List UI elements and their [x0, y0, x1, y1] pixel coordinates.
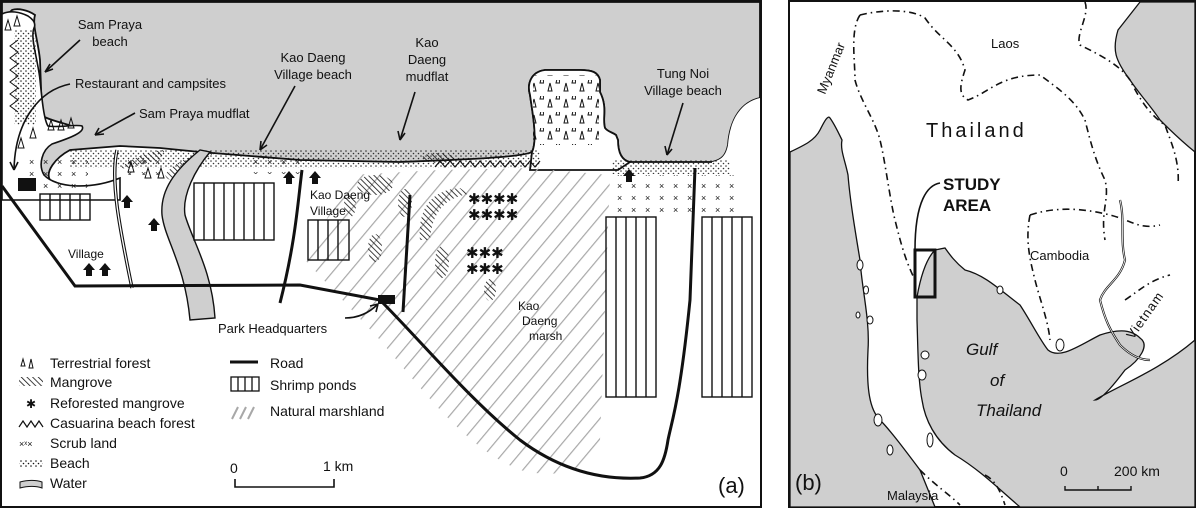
panel-a-label: (a) — [718, 473, 745, 498]
label-kao-daeng-mudflat-1: Kao — [415, 35, 438, 50]
scale-a-start: 0 — [230, 460, 238, 476]
house-icon — [148, 218, 160, 231]
settlements — [18, 169, 635, 304]
casuarina-icon — [18, 419, 44, 429]
label-sam-praya-beach-1: Sam Praya — [78, 17, 143, 32]
legend-left: Terrestrial forest Mangrove ✱ Reforested… — [18, 355, 195, 491]
legend-label-scrub-land: Scrub land — [50, 435, 117, 451]
mangrove-icon — [19, 377, 43, 386]
park-headquarters-building — [378, 295, 395, 304]
river-channel — [161, 149, 216, 321]
scale-bar-b: 0 200 km — [1060, 463, 1160, 491]
south-china-sea — [1114, 1, 1196, 154]
scale-bar-a: 0 1 km — [230, 458, 353, 488]
label-kao-daeng-mudflat-3: mudflat — [406, 69, 449, 84]
scale-a-end: 1 km — [323, 458, 353, 474]
stream-inner — [114, 149, 133, 289]
label-village: Village — [68, 247, 104, 261]
legend-label-road: Road — [270, 355, 303, 371]
legend-label-water: Water — [50, 475, 87, 491]
place-labels: Sam Praya beach Restaurant and campsites… — [68, 17, 722, 343]
house-icon — [309, 171, 321, 184]
label-study-area-2: AREA — [943, 196, 991, 215]
panel-b-regional-map: Myanmar Laos Thailand Cambodia Vietnam M… — [788, 0, 1196, 508]
label-tung-noi-1: Tung Noi — [657, 66, 709, 81]
country-borders — [852, 1, 1180, 506]
beach-icon — [19, 460, 43, 467]
restaurant-building — [18, 178, 36, 191]
label-park-headquarters: Park Headquarters — [218, 321, 328, 336]
label-sam-praya-mudflat: Sam Praya mudflat — [139, 106, 250, 121]
scrub-land-centre — [128, 155, 170, 175]
reforested-mangrove-plots: ✱✱✱✱ ✱✱✱✱ ✱✱✱ ✱✱✱ — [466, 191, 518, 278]
svg-text:Sam Praya: Sam Praya — [78, 17, 143, 32]
panel-b-label: (b) — [795, 470, 822, 495]
svg-text:✱✱✱: ✱✱✱ — [466, 261, 504, 278]
label-marsh-1: Kao — [518, 299, 540, 313]
legend-label-shrimp-ponds: Shrimp ponds — [270, 377, 356, 393]
tung-noi-beach — [612, 160, 730, 174]
natural-marshland-icon — [231, 406, 255, 420]
legend-label-natural-marshland: Natural marshland — [270, 403, 384, 419]
label-malaysia: Malaysia — [887, 488, 939, 503]
forest-fill — [533, 75, 599, 145]
label-kao-daeng-mudflat-2: Daeng — [408, 52, 446, 67]
label-marsh-3: marsh — [529, 329, 562, 343]
scale-b-end: 200 km — [1114, 463, 1160, 479]
house-icon — [623, 169, 635, 182]
svg-text:beach: beach — [92, 34, 127, 49]
legend-label-reforested-mangrove: Reforested mangrove — [50, 395, 185, 411]
svg-text:✱✱✱: ✱✱✱ — [466, 245, 504, 262]
casuarina-beach-forest — [434, 160, 541, 168]
label-tung-noi-2: Village beach — [644, 83, 722, 98]
scrub-land-tung-noi — [615, 175, 735, 215]
label-gulf-3: Thailand — [976, 401, 1042, 420]
terrestrial-forest-trees — [4, 14, 165, 179]
label-gulf-2: of — [990, 371, 1006, 390]
house-icon — [99, 263, 111, 276]
house-icon — [121, 195, 133, 208]
label-gulf-1: Gulf — [966, 340, 999, 359]
roads — [0, 167, 697, 480]
label-restaurant-campsites: Restaurant and campsites — [75, 76, 227, 91]
svg-text:✱✱✱✱: ✱✱✱✱ — [468, 207, 518, 224]
water-icon — [19, 480, 43, 489]
legend-label-terrestrial-forest: Terrestrial forest — [50, 355, 150, 371]
label-cambodia: Cambodia — [1030, 248, 1090, 263]
label-kao-daeng-village-beach-2: Village beach — [274, 67, 352, 82]
legend-label-casuarina: Casuarina beach forest — [50, 415, 195, 431]
svg-text:✱✱✱✱: ✱✱✱✱ — [468, 191, 518, 208]
study-area-leader — [914, 182, 941, 251]
scrub-land-icon: ×ˣ× — [19, 439, 32, 449]
legend-right: Road Shrimp ponds Natural marshland — [230, 355, 384, 420]
legend-label-mangrove: Mangrove — [50, 374, 112, 390]
legend: Terrestrial forest Mangrove ✱ Reforested… — [18, 355, 384, 491]
label-sam-praya-beach-2: beach — [92, 34, 127, 49]
house-icon — [83, 263, 95, 276]
label-kao-daeng-village-beach-1: Kao Daeng — [280, 50, 345, 65]
shrimp-ponds — [39, 182, 753, 398]
label-laos: Laos — [991, 36, 1020, 51]
legend-label-beach: Beach — [50, 455, 90, 471]
casuarina-strip — [9, 39, 19, 113]
house-icon — [283, 171, 295, 184]
mekong-river-inner — [1099, 199, 1151, 361]
terrestrial-forest-icon — [20, 357, 34, 369]
label-study-area-1: STUDY — [943, 175, 1001, 194]
shrimp-ponds-icon — [230, 376, 260, 392]
gulf-of-thailand — [916, 247, 1196, 508]
label-arrows — [9, 39, 684, 319]
study-area-box — [913, 248, 937, 299]
reforested-mangrove-icon: ✱ — [26, 397, 36, 411]
label-kao-daeng-village-1: Kao Daeng — [310, 188, 370, 202]
label-thailand: Thailand — [926, 120, 1027, 142]
scale-b-start: 0 — [1060, 463, 1068, 479]
scrub-land-kd — [252, 160, 302, 174]
label-kao-daeng-village-2: Village — [310, 204, 346, 218]
islands — [855, 259, 1065, 456]
beach-strip — [14, 30, 36, 125]
label-marsh-2: Daeng — [522, 314, 557, 328]
panel-a-local-map: ✱✱✱✱ ✱✱✱✱ ✱✱✱ ✱✱✱ — [0, 0, 762, 508]
